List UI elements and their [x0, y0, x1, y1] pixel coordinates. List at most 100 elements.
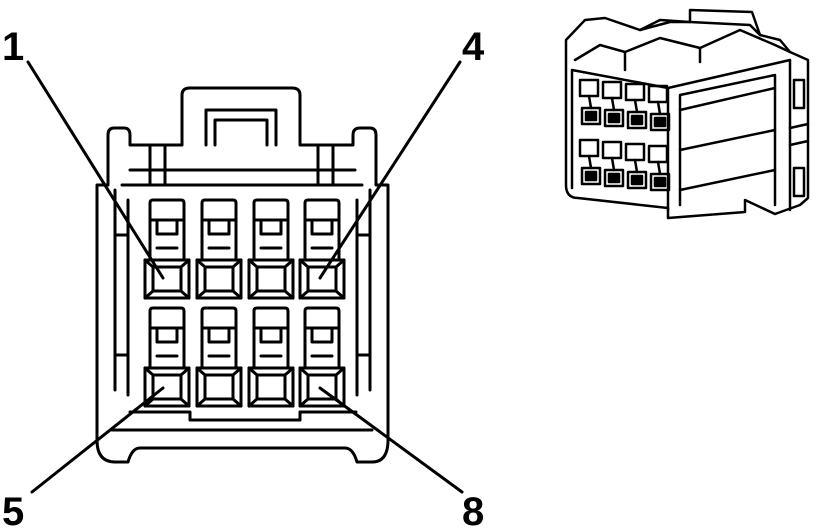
cavity-tab-notch	[259, 218, 283, 236]
cavity-tab	[200, 306, 238, 370]
cavity-tab-notch	[310, 326, 334, 344]
iso-cavity-4	[647, 84, 671, 132]
cavity-opening	[143, 258, 191, 300]
iso-cavity-7	[624, 142, 648, 190]
pin-cavities	[143, 198, 346, 408]
pin-cavity-6	[195, 306, 243, 408]
cavity-terminal	[151, 373, 183, 401]
leader-line-pin-5	[30, 386, 165, 494]
connector-isometric-view	[564, 8, 810, 220]
latch	[204, 108, 278, 147]
cavity-tab-notch	[207, 326, 231, 344]
pin-label-1: 1	[2, 25, 24, 69]
pin-label-5: 5	[2, 490, 24, 532]
iso-side-notch	[788, 122, 810, 147]
side-window-right	[355, 233, 372, 357]
cavity-terminal	[306, 265, 338, 293]
iso-cavity-tab	[601, 80, 623, 100]
iso-cavity-link	[633, 158, 639, 174]
iso-cavity-8	[647, 144, 671, 192]
cavity-tab-notch	[155, 326, 179, 344]
iso-cavity-3	[624, 82, 648, 130]
iso-cavity-tab	[624, 142, 646, 162]
cavity-bevel	[247, 366, 295, 408]
leader-line-pin-4	[318, 60, 462, 280]
cavity-tab	[303, 306, 341, 370]
iso-side-slot	[678, 86, 777, 192]
cavity-opening	[247, 366, 295, 408]
iso-cavity-tab	[578, 138, 600, 158]
cavity-bevel	[143, 258, 191, 300]
iso-cavity-link	[633, 98, 639, 114]
cavity-terminal	[203, 373, 235, 401]
pin-cavity-8	[298, 306, 346, 408]
top-block-right	[316, 143, 335, 187]
pin-label-8: 8	[462, 490, 484, 532]
cavity-terminal	[255, 265, 287, 293]
iso-cavity-link	[610, 156, 616, 172]
iso-top-ridge-2	[638, 20, 762, 37]
iso-cavity-terminal	[607, 172, 621, 184]
pin-labels: 1 4 5 8	[2, 25, 485, 532]
cavity-opening	[143, 366, 191, 408]
iso-cavity-tab	[601, 140, 623, 160]
cavity-tab	[303, 198, 341, 262]
pin-cavity-3	[247, 198, 295, 300]
top-block-left	[148, 143, 167, 187]
cavity-opening	[298, 258, 346, 300]
cavity-tab	[252, 306, 290, 370]
iso-body	[564, 8, 810, 220]
iso-cavity-terminal	[584, 110, 598, 122]
iso-top-ridge	[573, 28, 792, 72]
cavity-tab	[148, 198, 186, 262]
cavity-tab-notch	[207, 218, 231, 236]
cavity-opening	[195, 366, 243, 408]
iso-cavity-5	[578, 138, 602, 186]
iso-cavity-terminal	[584, 170, 598, 182]
pin-cavity-7	[247, 306, 295, 408]
pin-cavity-1	[143, 198, 191, 300]
iso-cavity-tab	[578, 78, 600, 98]
leader-line-pin-8	[318, 386, 464, 494]
leader-lines	[26, 60, 464, 494]
iso-cavity-1	[578, 78, 602, 126]
connector-shell	[95, 86, 390, 464]
cavity-terminal	[151, 265, 183, 293]
cavity-bevel	[247, 258, 295, 300]
cavity-terminal	[203, 265, 235, 293]
iso-cavity-terminal	[653, 176, 667, 188]
iso-cavity-tab	[647, 144, 669, 164]
iso-cavity-terminal	[630, 114, 644, 126]
cavity-opening	[195, 258, 243, 300]
cavity-bevel	[195, 366, 243, 408]
cavity-bevel	[298, 366, 346, 408]
cavity-tab	[148, 306, 186, 370]
iso-cavity-link	[610, 96, 616, 112]
connector-front-view	[95, 86, 390, 464]
cavity-terminal	[306, 373, 338, 401]
latch-inner	[213, 118, 269, 147]
iso-pin-cavities	[578, 78, 671, 192]
cavity-opening	[298, 366, 346, 408]
cavity-tab	[252, 198, 290, 262]
cavity-tab-notch	[155, 218, 179, 236]
iso-cavity-terminal	[653, 116, 667, 128]
iso-cavity-link	[587, 94, 593, 110]
iso-cavity-link	[656, 100, 662, 116]
cavity-opening	[247, 258, 295, 300]
bottom-rail	[110, 410, 374, 432]
cavity-tab	[200, 198, 238, 262]
pin-label-4: 4	[462, 25, 485, 69]
cavity-bevel	[195, 258, 243, 300]
pin-cavity-5	[143, 306, 191, 408]
cavity-tab-notch	[310, 218, 334, 236]
pin-cavity-2	[195, 198, 243, 300]
pin-cavity-4	[298, 198, 346, 300]
iso-cavity-tab	[624, 82, 646, 102]
iso-window-top	[792, 78, 806, 110]
side-rail-right	[355, 188, 372, 397]
cavity-bevel	[298, 258, 346, 300]
iso-window-bottom	[792, 166, 806, 198]
